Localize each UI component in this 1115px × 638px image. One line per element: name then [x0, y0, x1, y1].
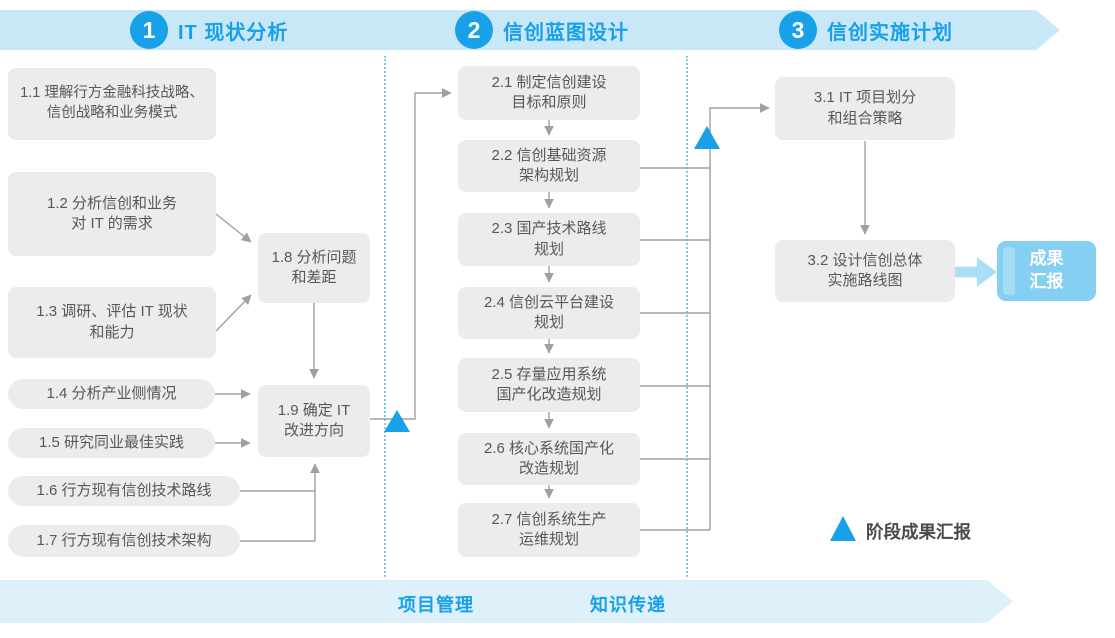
box-text: 1.1 理解行方金融科技战略、 — [20, 85, 204, 102]
box-1-5: 1.5 研究同业最佳实践 — [8, 428, 215, 458]
box-3-2: 3.2 设计信创总体 实施路线图 — [775, 240, 955, 302]
box-text: 2.3 国产技术路线 — [491, 220, 607, 238]
box-1-1: 1.1 理解行方金融科技战略、 信创战略和业务模式 — [8, 68, 216, 140]
result-report-box: 成果 汇报 — [997, 241, 1096, 301]
box-text: 规划 — [533, 240, 564, 258]
box-text: 和组合策略 — [827, 109, 903, 127]
result-text: 汇报 — [1029, 272, 1064, 291]
box-text: 信创战略和业务模式 — [46, 105, 178, 121]
phase-banner-1: 1 IT 现状分析 — [0, 10, 393, 50]
box-text: 对 IT 的需求 — [71, 215, 153, 232]
box-text: 1.6 行方现有信创技术路线 — [36, 481, 212, 499]
box-2-1: 2.1 制定信创建设 目标和原则 — [458, 66, 640, 120]
box-2-3: 2.3 国产技术路线 规划 — [458, 213, 640, 266]
box-text: 目标和原则 — [511, 94, 587, 111]
legend-triangle-icon — [830, 516, 856, 541]
box-text: 改造规划 — [518, 460, 579, 477]
box-text: 2.4 信创云平台建设 — [483, 293, 615, 311]
phase-title: IT 现状分析 — [178, 21, 289, 44]
footer-label-knowledge-transfer: 知识传递 — [590, 595, 666, 615]
box-2-6: 2.6 核心系统国产化 改造规划 — [458, 433, 640, 485]
box-text: 架构规划 — [518, 167, 579, 184]
milestone-triangle-icon — [694, 126, 720, 149]
legend-label: 阶段成果汇报 — [866, 522, 971, 542]
box-text: 1.5 研究同业最佳实践 — [38, 433, 185, 451]
box-2-5: 2.5 存量应用系统 国产化改造规划 — [458, 358, 640, 412]
box-text: 1.3 调研、评估 IT 现状 — [36, 303, 188, 321]
box-2-7: 2.7 信创系统生产 运维规划 — [458, 503, 640, 557]
phase-banner-3: 3 信创实施计划 — [673, 10, 1060, 50]
box-text: 和能力 — [89, 323, 135, 341]
box-text: 改进方向 — [283, 422, 344, 439]
box-text: 2.5 存量应用系统 — [491, 365, 607, 383]
phase-banner-2: 2 信创蓝图设计 — [361, 10, 705, 50]
milestone-triangle-icon — [384, 410, 410, 432]
footer-banner — [0, 580, 1013, 623]
box-text: 2.7 信创系统生产 — [491, 510, 607, 528]
box-1-3: 1.3 调研、评估 IT 现状 和能力 — [8, 287, 216, 358]
box-1-9: 1.9 确定 IT 改进方向 — [258, 385, 370, 457]
result-box-highlight — [1003, 247, 1015, 295]
footer-label-project-management: 项目管理 — [398, 595, 474, 615]
result-text: 成果 — [1029, 249, 1064, 269]
box-text: 2.2 信创基础资源 — [491, 146, 607, 164]
box-text: 运维规划 — [518, 531, 579, 548]
phase-title: 信创蓝图设计 — [503, 21, 629, 44]
box-1-6: 1.6 行方现有信创技术路线 — [8, 476, 240, 506]
box-text: 1.8 分析问题 — [271, 248, 357, 266]
box-1-2: 1.2 分析信创和业务 对 IT 的需求 — [8, 172, 216, 256]
phase-separator-line — [384, 56, 386, 577]
box-text: 和差距 — [291, 269, 337, 286]
box-text: 3.1 IT 项目划分 — [813, 89, 917, 107]
phase-number-badge: 1 — [130, 11, 168, 49]
box-1-4: 1.4 分析产业侧情况 — [8, 379, 215, 409]
phase-title: 信创实施计划 — [827, 21, 953, 44]
box-3-1: 3.1 IT 项目划分 和组合策略 — [775, 77, 955, 140]
box-text: 1.4 分析产业侧情况 — [46, 384, 177, 402]
box-text: 国产化改造规划 — [496, 386, 602, 403]
box-2-2: 2.2 信创基础资源 架构规划 — [458, 140, 640, 192]
box-text: 2.1 制定信创建设 — [491, 73, 607, 91]
box-1-7: 1.7 行方现有信创技术架构 — [8, 525, 240, 557]
box-text: 1.9 确定 IT — [277, 401, 351, 419]
box-1-8: 1.8 分析问题 和差距 — [258, 233, 370, 303]
box-text: 1.2 分析信创和业务 — [46, 194, 178, 212]
phase-separator-line — [686, 56, 688, 577]
block-arrow-icon — [955, 257, 997, 287]
box-text: 实施路线图 — [827, 272, 903, 289]
phase-number-badge: 2 — [455, 11, 493, 49]
phase-number-badge: 3 — [779, 11, 817, 49]
box-text: 1.7 行方现有信创技术架构 — [36, 531, 212, 549]
box-text: 规划 — [533, 314, 564, 331]
box-2-4: 2.4 信创云平台建设 规划 — [458, 287, 640, 339]
box-text: 3.2 设计信创总体 — [807, 251, 923, 269]
box-text: 2.6 核心系统国产化 — [483, 439, 615, 457]
